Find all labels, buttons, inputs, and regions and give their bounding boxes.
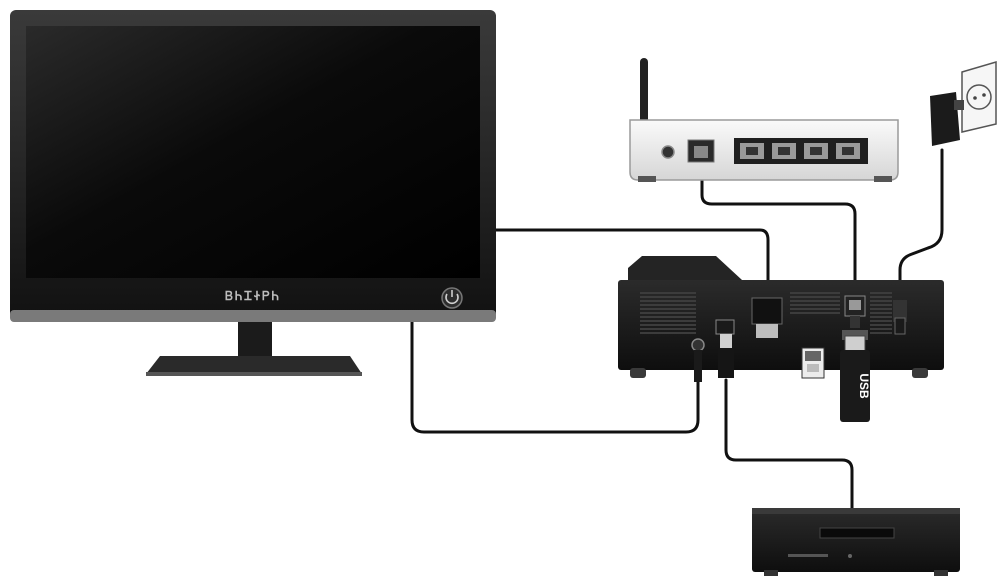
tv-brand-label: ᏴᏂᏆᏐᏢᏂ [225, 289, 281, 303]
receiver-box [618, 256, 944, 382]
cables [410, 148, 944, 510]
power-cable [898, 148, 944, 302]
tv-stand-neck [238, 314, 272, 362]
amplifier-display [819, 527, 895, 539]
hdmi-port [751, 297, 783, 338]
ethernet-cable [700, 170, 857, 302]
power-icon[interactable] [441, 287, 463, 309]
av-cable [410, 318, 700, 434]
vent-grille [790, 292, 840, 314]
ethernet-port-icon [687, 139, 715, 163]
tv-screen [26, 26, 480, 278]
optical-port [715, 319, 735, 378]
usb-stick [840, 335, 870, 422]
sd-card-icon [801, 347, 825, 379]
router-power-jack [661, 145, 675, 159]
ethernet-port-icon [844, 295, 866, 328]
router-lan-ports [734, 138, 868, 164]
router-antenna [640, 58, 648, 138]
power-outlet-icon [961, 60, 997, 133]
vent-grille [640, 292, 696, 336]
hdmi-cable [494, 228, 770, 302]
television: ᏴᏂᏆᏐᏢᏂ [10, 10, 496, 376]
optical-cable [724, 378, 854, 510]
tv-stand-base [146, 356, 362, 374]
vent-grille [870, 292, 892, 336]
amplifier [752, 508, 960, 576]
receiver-power-jack [893, 300, 907, 335]
av-jack [691, 338, 705, 382]
usb-port [842, 330, 868, 340]
usb-stick-label: USB [857, 373, 871, 399]
power-adapter [930, 92, 964, 146]
router [629, 58, 899, 182]
